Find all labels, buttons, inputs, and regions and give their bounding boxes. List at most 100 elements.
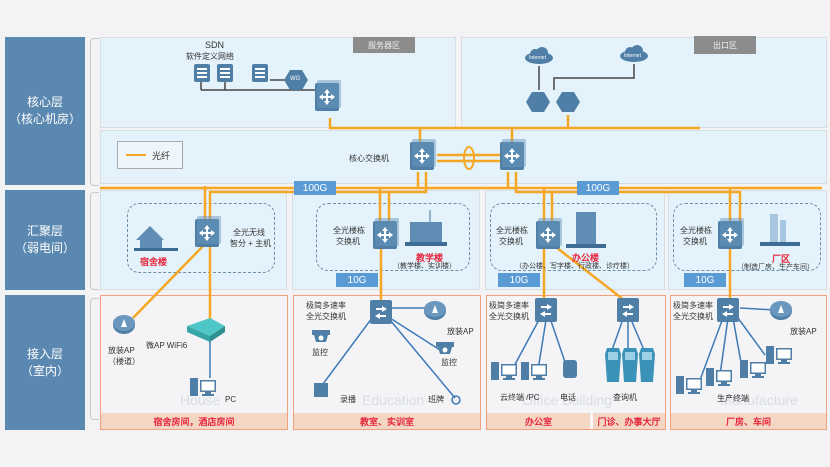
kiosk-icon [639, 348, 655, 382]
factory-building-icon [760, 214, 800, 246]
classroom-board-label: 班牌 [428, 395, 444, 404]
factory-building-note: （制造厂房、生产车间） [737, 264, 814, 271]
firewall-icon [556, 92, 580, 112]
link-aggregation-ring [463, 146, 475, 170]
kiosk-label: 查询机 [613, 393, 637, 402]
classroom-switch-label-2: 全光交换机 [306, 312, 346, 321]
core-layer-label: 核心层 （核心机房） [5, 37, 85, 185]
office-watermark: Office Building [522, 392, 613, 408]
dorm-ap-note: （楼道） [108, 357, 140, 366]
core-layer-title: 核心层 [26, 95, 63, 109]
firewall-icon [526, 92, 550, 112]
class-board-icon [451, 395, 461, 405]
teaching-building-note: （教学楼、实训楼） [393, 263, 456, 270]
kiosk-icon [622, 348, 638, 382]
micro-ap-label: 微AP WiFi6 [146, 341, 188, 350]
hall-access-switch-icon [617, 298, 639, 322]
exit-zone-tag: 出口区 [694, 36, 756, 54]
factory-group [673, 203, 821, 271]
factory-switch-label-1: 全光楼栋 [680, 226, 712, 235]
factory-ap-label: 放装AP [790, 327, 817, 336]
fiber-legend-label: 光纤 [152, 150, 171, 161]
office-terminal-label: 云终端 /PC [500, 393, 540, 402]
core-layer-subtitle: （核心机房） [8, 112, 81, 126]
dorm-building-label: 宿舍楼 [140, 257, 168, 267]
office-building-switch-icon [536, 218, 562, 249]
internet-label-2: Internet [624, 53, 641, 59]
fiber-legend-line [126, 154, 146, 156]
speed-badge-10g-office: 10G [498, 273, 540, 287]
recorder-icon [314, 383, 328, 397]
server-icon [252, 64, 268, 82]
wg-label: WG [290, 76, 301, 82]
office-phone-label: 电话 [560, 393, 576, 402]
speed-badge-100g-left: 100G [294, 181, 336, 195]
office-switch-label-1: 极简多速率 [489, 301, 529, 310]
aggregation-layer-subtitle: （弱电间） [14, 241, 75, 255]
office-building-icon [566, 212, 606, 248]
classroom-watermark: Education [362, 392, 425, 408]
server-zone-switch-icon [315, 80, 341, 111]
ceiling-ap-icon [113, 315, 135, 334]
sdn-subtitle: 软件定义网络 [186, 52, 234, 61]
factory-building-label: 厂区 [772, 254, 791, 264]
teaching-building-icon [405, 210, 447, 246]
footer-dorm: 宿舍房间，酒店房间 [101, 413, 287, 429]
dorm-pc-label: PC [225, 395, 237, 404]
factory-access-switch-icon [717, 298, 739, 322]
core-switch-label: 核心交换机 [349, 154, 389, 163]
footer-office: 办公室 [487, 413, 590, 429]
production-terminal-icon [706, 368, 732, 386]
classroom-ap-label: 放装AP [447, 327, 474, 336]
footer-hall: 门诊、办事大厅 [591, 413, 665, 429]
cloud-terminal-icon [521, 362, 547, 380]
cloud-terminal-icon [491, 362, 517, 380]
production-terminal-icon [740, 360, 766, 378]
classroom-access-switch-icon [370, 300, 392, 324]
aggregation-layer-label: 汇聚层 （弱电间） [5, 190, 85, 290]
access-bracket [90, 298, 99, 420]
teaching-switch-label-2: 交换机 [336, 237, 360, 246]
speed-badge-10g-teaching: 10G [336, 273, 378, 287]
speed-badge-100g-right: 100G [577, 181, 619, 195]
dorm-switch-label-2: 智分 + 主机 [230, 239, 272, 248]
core-switch-icon [500, 139, 526, 170]
classroom-cam2-label: 监控 [441, 358, 457, 367]
internet-label-1: Internet [529, 55, 546, 61]
teaching-switch-label-1: 全光楼栋 [333, 226, 365, 235]
kiosk-icon [605, 348, 621, 382]
factory-switch-label-2: 交换机 [683, 237, 707, 246]
office-building-note: （办公楼、写字楼、行政楼、诊疗楼） [515, 263, 634, 270]
core-bracket [90, 38, 99, 186]
office-building-label: 办公楼 [572, 253, 600, 263]
server-icon [194, 64, 210, 82]
production-terminal-label: 生产终端 [717, 394, 749, 403]
office-group [490, 203, 657, 271]
ceiling-ap-icon [424, 301, 446, 320]
office-switch-label-2: 全光交换机 [489, 312, 529, 321]
office-switch-label-1: 全光楼栋 [496, 226, 528, 235]
classroom-recorder-label: 录播 [340, 395, 356, 404]
camera-icon [312, 330, 330, 342]
core-switch-icon [410, 139, 436, 170]
factory-building-switch-icon [718, 218, 744, 249]
classroom-switch-label-1: 极简多速率 [306, 301, 346, 310]
classroom-cam1-label: 监控 [312, 348, 328, 357]
access-panel-factory [670, 295, 827, 430]
server-zone-tag: 服务器区 [353, 37, 415, 53]
footer-classroom: 教室、实训室 [294, 413, 480, 429]
production-terminal-icon [766, 346, 792, 364]
office-switch-label-2: 交换机 [499, 237, 523, 246]
teaching-building-switch-icon [373, 218, 399, 249]
dorm-ap-label: 放装AP [108, 346, 135, 355]
dorm-switch-label-1: 全光无线 [233, 228, 265, 237]
sdn-title: SDN [205, 40, 225, 50]
office-access-switch-icon [535, 298, 557, 322]
phone-icon [563, 360, 577, 378]
ceiling-ap-icon [770, 301, 792, 320]
teaching-building-label: 教学楼 [416, 253, 444, 263]
teaching-group [316, 203, 470, 271]
access-layer-subtitle: （室内） [20, 363, 69, 378]
legend: 光纤 [117, 141, 183, 169]
